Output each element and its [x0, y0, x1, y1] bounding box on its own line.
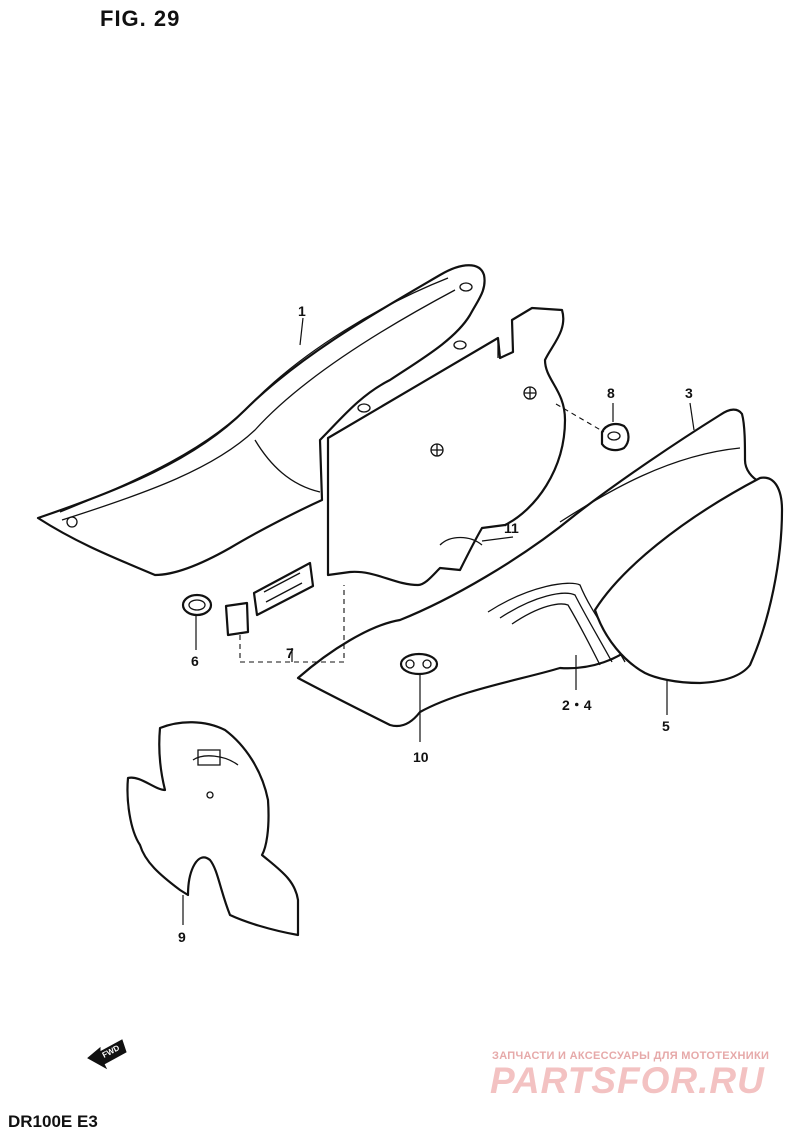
callout-6: 6 — [191, 653, 199, 669]
watermark-tagline: ЗАПЧАСТИ И АКСЕССУАРЫ ДЛЯ МОТОТЕХНИКИ — [492, 1050, 770, 1062]
part-8-cushion — [600, 422, 630, 452]
leader-lines — [182, 317, 695, 925]
part-10-fastener — [399, 652, 439, 676]
figure-title: FIG. 29 — [100, 6, 181, 31]
part-7-labels — [224, 561, 315, 637]
callout-9: 9 — [178, 929, 186, 945]
callout-3: 3 — [685, 385, 693, 401]
watermark-logo: PARTSFOR.RU — [490, 1060, 765, 1101]
fwd-arrow-icon: FWD — [87, 1039, 127, 1070]
part-9-plate — [126, 721, 300, 937]
callout-11: 11 — [504, 520, 519, 536]
callout-10: 10 — [413, 749, 429, 765]
callout-2-4: 2・4 — [562, 697, 592, 713]
callout-7: 7 — [286, 645, 294, 661]
model-code: DR100E E3 — [8, 1112, 98, 1131]
part-6-grommet — [181, 593, 213, 617]
part-5-emblem — [593, 476, 784, 685]
callout-1: 1 — [298, 303, 306, 319]
part-11-inner-panel — [326, 306, 567, 587]
callout-5: 5 — [662, 718, 670, 734]
callout-8: 8 — [607, 385, 615, 401]
part-1-frame-cover — [36, 264, 486, 577]
